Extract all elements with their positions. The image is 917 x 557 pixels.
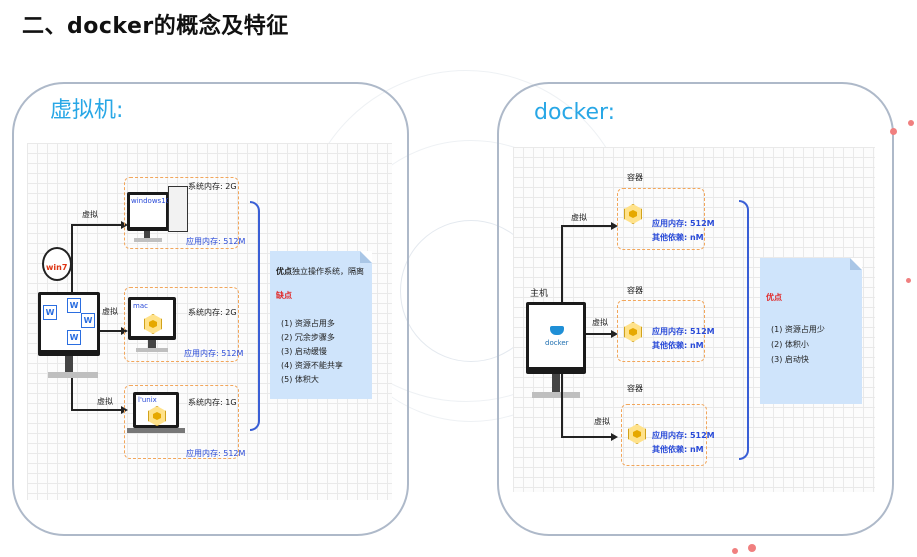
container-box [621, 404, 707, 466]
host-stand [65, 356, 73, 372]
note-item: (2) 冗余步骤多 [281, 333, 335, 342]
guest-box-windows10 [124, 177, 239, 249]
connector-line [100, 330, 123, 332]
arrow-label-virtual: 虚拟 [594, 417, 610, 426]
docker-whale-icon [550, 326, 564, 335]
word-icon: W [43, 305, 57, 320]
connector-line [561, 225, 613, 227]
guest-stand [144, 231, 150, 238]
app-hexagon-icon [148, 406, 166, 426]
arrow-head [611, 330, 618, 338]
system-memory-label: 系统内存: 1G [188, 398, 237, 407]
docker-panel [497, 82, 894, 536]
guest-box-unix [124, 385, 239, 459]
arrow-head [611, 222, 618, 230]
vm-panel [12, 82, 409, 536]
docker-note-card [760, 258, 862, 404]
note-item: (5) 体积大 [281, 375, 319, 384]
app-memory-label: 应用内存: 512M [186, 449, 246, 458]
guest-screen [130, 195, 166, 227]
note-item: (1) 资源占用多 [281, 319, 335, 328]
arrow-label-virtual: 虚拟 [102, 307, 118, 316]
guest-box-mac [124, 287, 239, 362]
guest-base [134, 238, 162, 242]
note-fold-corner [850, 258, 862, 270]
container-deps: 其他依赖: nM [652, 341, 704, 350]
note-item: (4) 资源不能共享 [281, 361, 343, 370]
docker-host-stand [552, 374, 560, 392]
arrow-label-virtual: 虚拟 [592, 318, 608, 327]
guest-screen-label: mac [133, 302, 148, 310]
docker-host-screen [529, 305, 583, 367]
docker-host-base [532, 392, 580, 398]
word-icon: W [67, 330, 81, 345]
docker-logo-text: docker [545, 339, 569, 347]
connector-line [71, 409, 123, 411]
host-base [48, 372, 98, 378]
note-pros-title: 优点 [766, 293, 782, 302]
decorative-dot [908, 120, 914, 126]
guest-stand [148, 340, 156, 348]
arrow-label-virtual: 虚拟 [571, 213, 587, 222]
connector-line [561, 374, 563, 437]
container-box [617, 188, 705, 250]
decorative-dot [890, 128, 897, 135]
app-hexagon-icon [144, 314, 162, 334]
connector-line [71, 224, 123, 226]
curly-brace [739, 200, 749, 460]
container-app-memory: 应用内存: 512M [652, 431, 715, 440]
container-app-memory: 应用内存: 512M [652, 219, 715, 228]
container-hexagon-icon [624, 204, 642, 224]
laptop-keyboard [127, 428, 185, 433]
container-app-memory: 应用内存: 512M [652, 327, 715, 336]
guest-base [136, 348, 168, 352]
arrow-head [611, 433, 618, 441]
note-fold-corner [360, 251, 372, 263]
note-cons-title: 缺点 [276, 291, 292, 300]
connector-line [561, 436, 613, 438]
guest-screen-label: windows10 [131, 197, 171, 205]
container-box [617, 300, 705, 362]
note-item: (1) 资源占用少 [771, 325, 825, 334]
note-pros-text: 独立操作系统，隔离 [292, 267, 364, 276]
note-item: (2) 体积小 [771, 340, 809, 349]
decorative-dot [906, 278, 911, 283]
note-item: (3) 启动快 [771, 355, 809, 364]
word-icon: W [67, 298, 81, 313]
container-label: 容器 [627, 286, 643, 295]
word-icon: W [81, 313, 95, 328]
container-label: 容器 [627, 384, 643, 393]
connector-line [586, 333, 613, 335]
app-memory-label: 应用内存: 512M [186, 237, 246, 246]
vm-note-card [270, 251, 372, 399]
docker-host-label: 主机 [530, 289, 549, 299]
system-memory-label: 系统内存: 2G [188, 182, 237, 191]
note-item: (3) 启动缓慢 [281, 347, 327, 356]
container-hexagon-icon [628, 424, 646, 444]
container-deps: 其他依赖: nM [652, 445, 704, 454]
tower-pc-icon [168, 186, 188, 232]
connector-line [71, 224, 73, 292]
page-title: 二、docker的概念及特征 [22, 14, 289, 39]
app-memory-label: 应用内存: 512M [184, 349, 244, 358]
system-memory-label: 系统内存: 2G [188, 308, 237, 317]
connector-line [561, 225, 563, 302]
decorative-dot [732, 548, 738, 554]
connector-line [71, 378, 73, 410]
guest-screen-label: l'unix [138, 396, 157, 404]
host-label: win7 [46, 263, 68, 272]
arrow-label-virtual: 虚拟 [97, 397, 113, 406]
container-hexagon-icon [624, 322, 642, 342]
container-deps: 其他依赖: nM [652, 233, 704, 242]
container-label: 容器 [627, 173, 643, 182]
arrow-label-virtual: 虚拟 [82, 210, 98, 219]
decorative-dot [748, 544, 756, 552]
curly-brace [250, 201, 260, 431]
docker-panel-title: docker: [534, 100, 616, 125]
vm-panel-title: 虚拟机: [50, 98, 124, 123]
note-pros-title: 优点 [276, 267, 292, 276]
